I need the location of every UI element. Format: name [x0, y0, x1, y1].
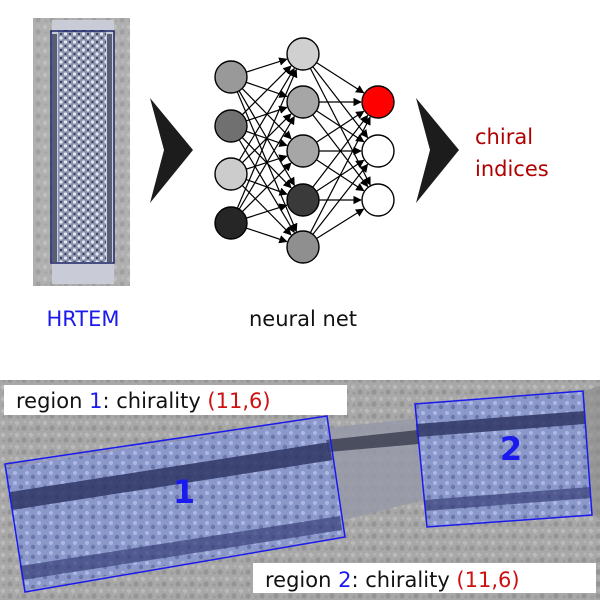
net-node-layer2-4	[286, 183, 320, 217]
net-connection	[316, 208, 365, 240]
neural-net-label: neural net	[249, 307, 357, 331]
net-connection	[245, 81, 288, 98]
net-connection	[241, 65, 292, 116]
net-node-layer3-3	[361, 183, 395, 217]
region-1-box	[4, 415, 346, 593]
net-connection	[236, 68, 298, 209]
net-connection	[246, 203, 288, 219]
net-connection	[309, 116, 371, 234]
net-node-layer1-3	[214, 157, 248, 191]
net-node-layer2-2	[286, 85, 320, 119]
net-connection	[316, 62, 365, 94]
net-connection	[312, 114, 369, 188]
net-connection	[246, 57, 288, 73]
net-connection	[316, 110, 365, 143]
region-1-caption: region 1: chirality (11,6)	[16, 389, 271, 413]
net-node-layer1-2	[214, 109, 248, 143]
output-label-line1: chiral	[475, 125, 533, 149]
net-node-layer1-4	[214, 206, 248, 240]
net-node-layer1-1	[214, 60, 248, 94]
net-connection	[312, 163, 369, 235]
region-2-caption: region 2: chirality (11,6)	[265, 568, 520, 592]
net-node-layer3-1	[361, 85, 395, 119]
hrtem-label: HRTEM	[46, 307, 119, 331]
net-connection	[241, 184, 292, 236]
output-label-line2: indices	[475, 157, 549, 181]
net-node-layer3-2	[361, 134, 395, 168]
chevron-arrow-icon	[150, 98, 193, 203]
region-1-box-label: 1	[173, 473, 195, 511]
chevron-arrow-icon	[416, 98, 459, 203]
net-node-layer2-1	[286, 37, 320, 71]
net-connection	[241, 162, 292, 213]
region-2-box-label: 2	[500, 430, 522, 468]
net-connection	[238, 67, 295, 161]
net-node-layer2-3	[286, 134, 320, 168]
region-2-box	[414, 390, 593, 528]
hrtem-image	[33, 18, 130, 286]
region-2-caption-bg	[253, 563, 596, 593]
neural-net-diagram	[214, 37, 395, 264]
net-connection	[238, 115, 295, 210]
net-connection	[238, 139, 295, 234]
region-1-caption-bg	[4, 385, 347, 415]
net-node-layer2-5	[286, 230, 320, 264]
net-connection	[245, 227, 288, 244]
